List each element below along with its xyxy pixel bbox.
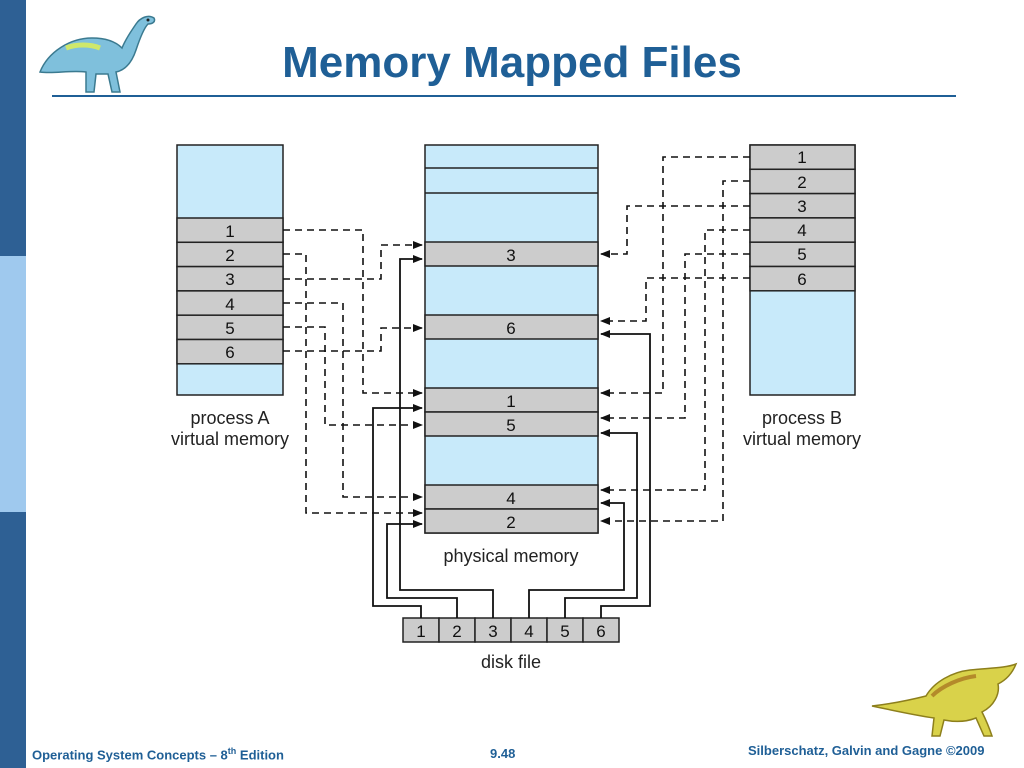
process-b-page: 4 — [797, 221, 806, 240]
physical-frame: 6 — [506, 319, 515, 338]
process-b-page: 6 — [797, 270, 806, 289]
physical-memory: 3 6 1 5 4 2 physical memory — [424, 144, 599, 566]
footer-page-number: 9.48 — [490, 746, 516, 761]
dinosaur-footer-icon — [871, 662, 1018, 737]
process-a-page: 5 — [225, 319, 234, 338]
process-a-page: 3 — [225, 270, 234, 289]
process-b-sublabel: virtual memory — [743, 429, 861, 449]
physical-frame: 3 — [506, 246, 515, 265]
disk-block: 5 — [560, 622, 569, 641]
footer-edition-text: Edition — [236, 747, 284, 763]
footer-course-title-text: Operating System Concepts – 8 — [32, 747, 228, 763]
footer-edition-superscript: th — [227, 746, 237, 756]
process-b-page: 3 — [797, 197, 806, 216]
disk-block: 1 — [416, 622, 425, 641]
process-a-page: 6 — [225, 343, 234, 362]
disk-block: 3 — [488, 622, 497, 641]
process-b-page: 2 — [797, 173, 806, 192]
slide-title: Memory Mapped Files — [282, 38, 742, 87]
disk-file: 1 2 3 4 5 6 disk file — [402, 617, 620, 672]
process-a-memory: 1 2 3 4 5 6 process A virtual memory — [171, 144, 289, 449]
title-divider — [52, 95, 956, 97]
process-b-mappings — [600, 156, 750, 525]
process-b-page: 5 — [797, 245, 806, 264]
process-a-mappings — [283, 229, 423, 517]
footer-course-title: Operating System Concepts – 8th Edition — [32, 746, 284, 762]
process-b-memory: 1 2 3 4 5 6 process B virtual memory — [743, 144, 861, 449]
left-accent-bar-light — [0, 256, 26, 512]
physical-frame: 4 — [506, 489, 515, 508]
process-a-sublabel: virtual memory — [171, 429, 289, 449]
process-a-page: 1 — [225, 222, 234, 241]
left-accent-bar — [0, 0, 26, 768]
process-a-page: 2 — [225, 246, 234, 265]
physical-frame: 5 — [506, 416, 515, 435]
disk-block: 2 — [452, 622, 461, 641]
dinosaur-logo-icon — [38, 15, 156, 93]
disk-to-memory-paths — [372, 255, 651, 618]
physical-memory-label: physical memory — [443, 546, 578, 566]
physical-frame: 1 — [506, 392, 515, 411]
physical-frame: 2 — [506, 513, 515, 532]
process-b-label: process B — [762, 408, 842, 428]
disk-file-label: disk file — [481, 652, 541, 672]
process-b-page: 1 — [797, 148, 806, 167]
footer-copyright: Silberschatz, Galvin and Gagne ©2009 — [748, 743, 985, 758]
process-a-page: 4 — [225, 295, 234, 314]
disk-block: 4 — [524, 622, 533, 641]
disk-block: 6 — [596, 622, 605, 641]
process-a-label: process A — [190, 408, 269, 428]
